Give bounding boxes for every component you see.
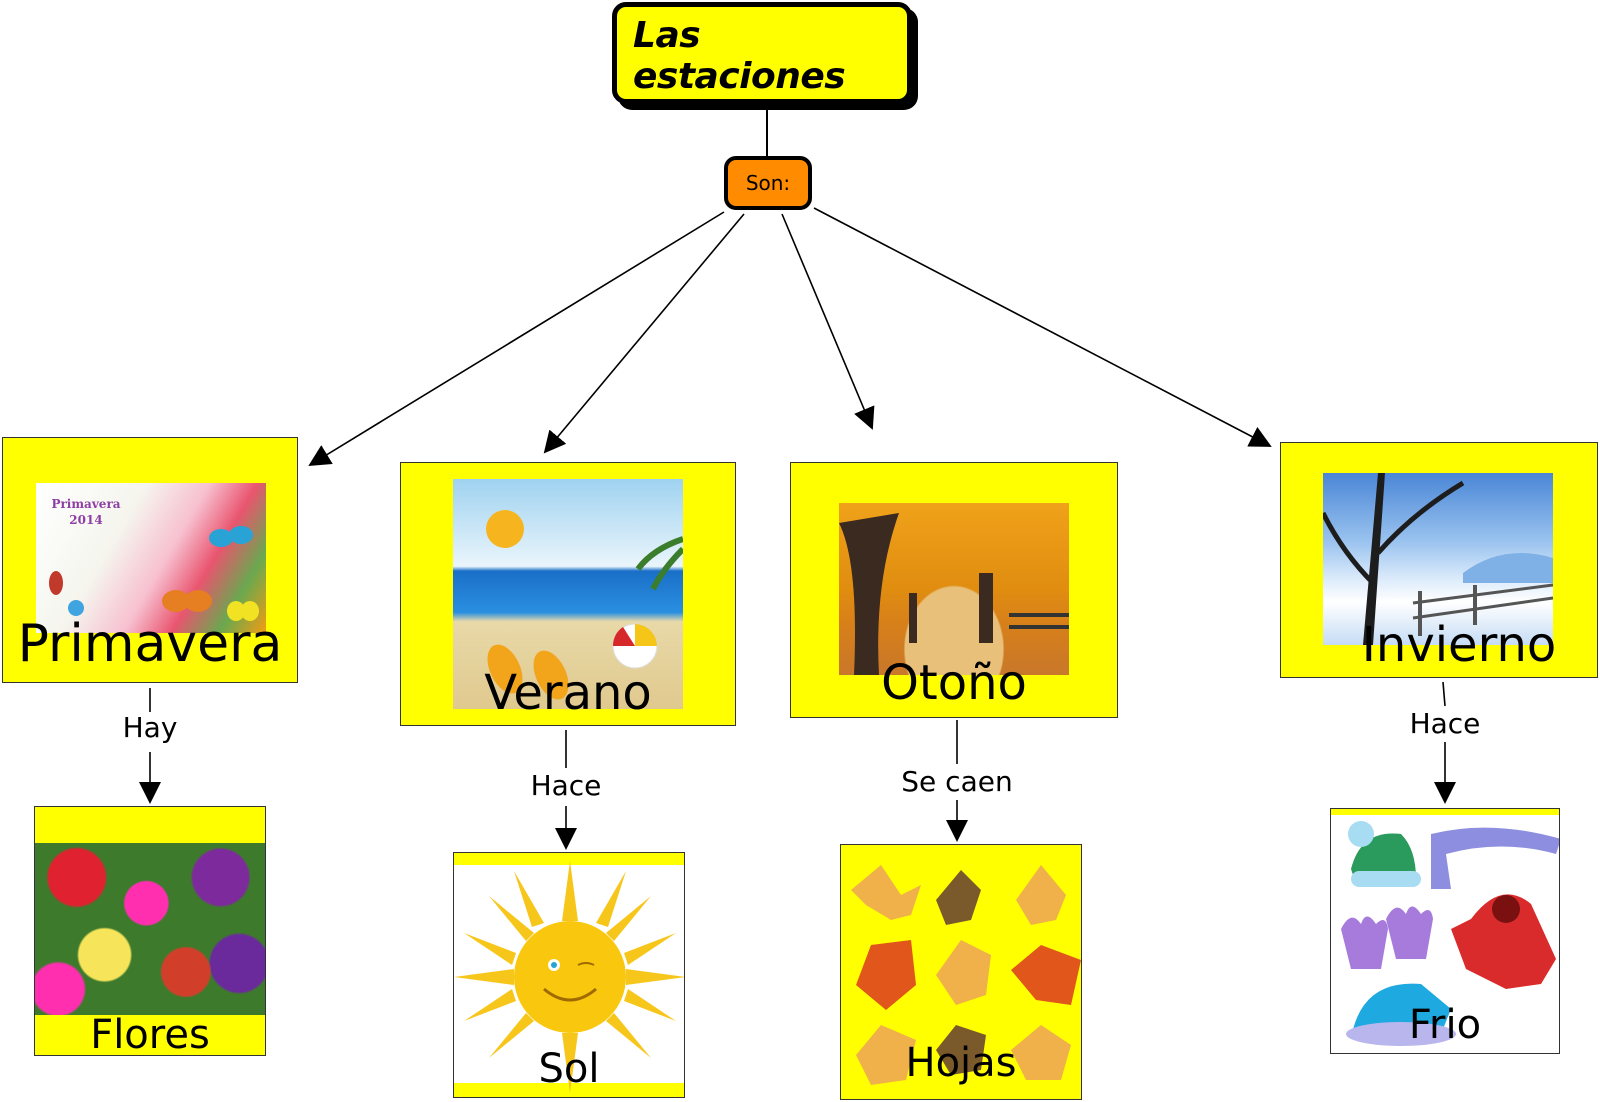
autumn-image xyxy=(839,503,1069,675)
season-node-primavera[interactable]: Primavera 2014 Primavera xyxy=(2,437,298,683)
season-label: Verano xyxy=(484,665,652,721)
child-label: Flores xyxy=(90,1012,210,1056)
spring-image: Primavera 2014 xyxy=(36,483,266,633)
link-label-hace: Hace xyxy=(526,772,606,800)
sun-icon xyxy=(454,861,684,1093)
flowers-image xyxy=(35,843,265,1015)
child-node-frio[interactable]: Frio xyxy=(1330,808,1560,1054)
season-label: Primavera xyxy=(17,614,283,674)
root-node-las-estaciones[interactable]: Las estaciones xyxy=(612,2,912,104)
winter-image xyxy=(1323,473,1553,645)
butterfly-icon xyxy=(49,526,259,621)
spring-image-caption: Primavera 2014 xyxy=(51,497,121,527)
child-label: Hojas xyxy=(905,1040,1017,1086)
tree-trunks xyxy=(839,513,1069,675)
root-title: Las estaciones xyxy=(633,15,846,97)
beach-image xyxy=(453,479,683,709)
season-label: Invierno xyxy=(1361,617,1557,673)
connector-node-son[interactable]: Son: xyxy=(724,156,812,210)
leaves-icon xyxy=(851,865,1081,1085)
beach-sun-icon xyxy=(486,510,683,700)
season-node-verano[interactable]: Verano xyxy=(400,462,736,726)
season-node-invierno[interactable]: Invierno xyxy=(1280,442,1598,678)
child-node-flores[interactable]: Flores xyxy=(34,806,266,1056)
season-label: Otoño xyxy=(881,655,1027,711)
child-node-hojas[interactable]: Hojas xyxy=(840,844,1082,1100)
connector-label: Son: xyxy=(745,171,791,195)
link-label-hace: Hace xyxy=(1405,710,1485,738)
child-label: Frio xyxy=(1408,1002,1482,1048)
snow-tree xyxy=(1323,473,1553,645)
child-label: Sol xyxy=(538,1046,600,1092)
link-label-se-caen: Se caen xyxy=(897,768,1017,796)
child-node-sol[interactable]: Sol xyxy=(453,852,685,1098)
link-label-hay: Hay xyxy=(118,714,182,742)
winter-clothes-icon xyxy=(1341,821,1559,1046)
season-node-otono[interactable]: Otoño xyxy=(790,462,1118,718)
